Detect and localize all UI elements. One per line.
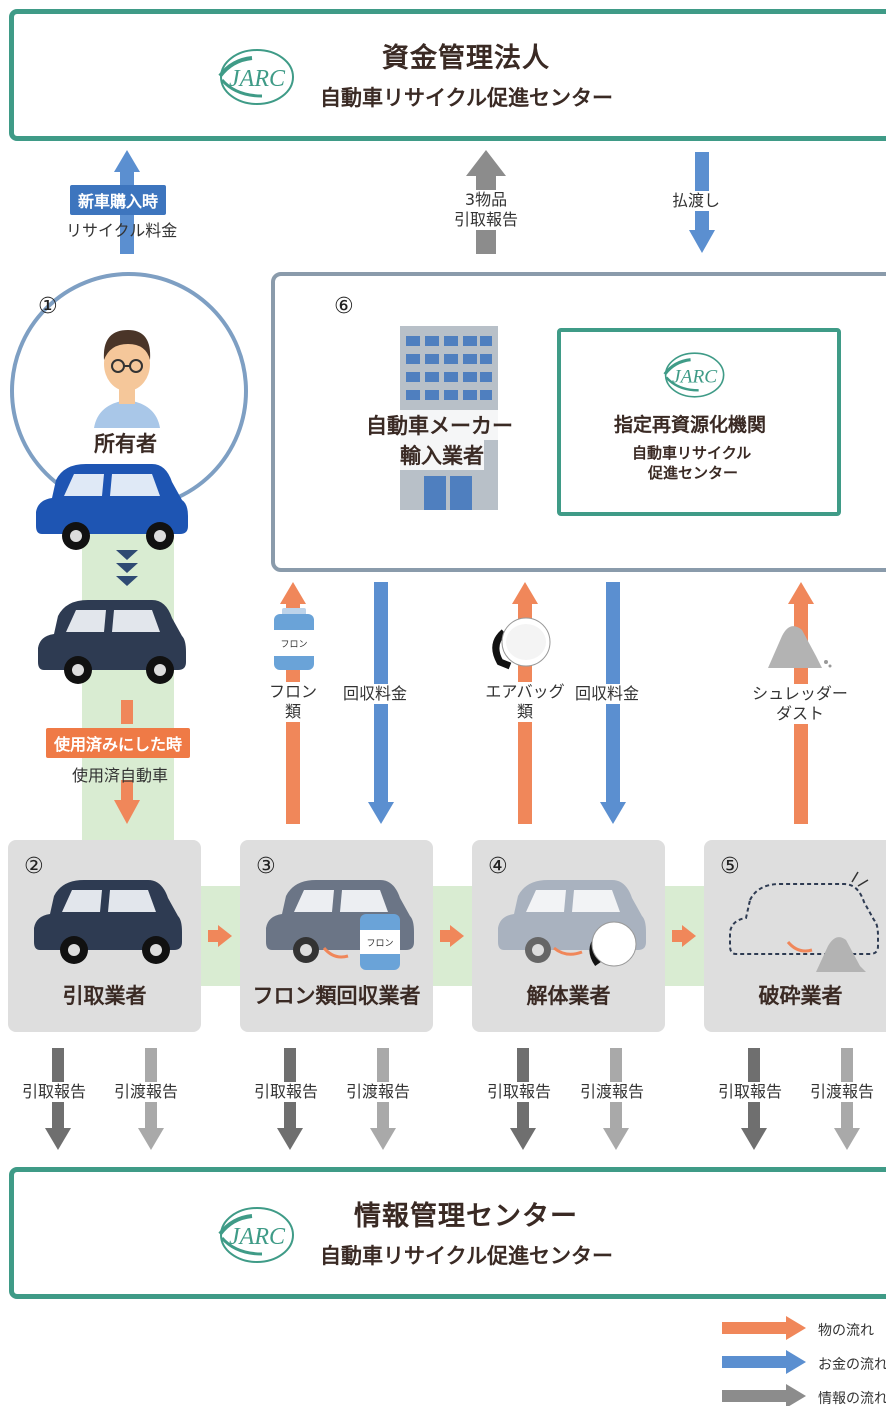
- fund-management-box: JARC 資金管理法人 自動車リサイクル促進センター: [9, 9, 886, 141]
- owner-person-icon: [94, 330, 160, 428]
- designated-title: 指定再資源化機関: [614, 414, 767, 436]
- used-car-arrow: [114, 700, 140, 824]
- freon-label: フロン 類: [266, 682, 320, 722]
- stage-arrow-2: [440, 925, 464, 947]
- used-car-tag: 使用済みにした時: [46, 728, 191, 758]
- stage-arrow-1: [208, 925, 232, 947]
- owner-number: ①: [38, 294, 58, 319]
- stage-arrow-3: [672, 925, 696, 947]
- legend-money: お金の流れ: [818, 1357, 886, 1373]
- car-icon: [34, 880, 182, 964]
- svg-text:JARC: JARC: [672, 366, 718, 387]
- maker-label-1: 自動車メーカー: [366, 410, 513, 440]
- designated-sub-1: 自動車リサイクル: [632, 444, 752, 462]
- designated-jarc-logo: JARC: [656, 350, 730, 400]
- stage-number: ②: [24, 854, 44, 879]
- info-management-box: JARC 情報管理センター 自動車リサイクル促進センター: [9, 1167, 886, 1299]
- designated-body-box: [557, 328, 841, 516]
- designated-sub-2: 促進センター: [648, 464, 739, 482]
- stage-name: フロン類回収業者: [252, 984, 421, 1008]
- stage-name: 引取業者: [62, 984, 147, 1008]
- used-car-label: 使用済自動車: [72, 766, 169, 785]
- stage-name: 破砕業者: [758, 984, 843, 1008]
- recycle-fee-label: リサイクル料金: [66, 221, 178, 240]
- stage-card-3: ④ 解体業者: [472, 840, 665, 1032]
- car-airbag-icon: [498, 880, 646, 967]
- report-take-4: 引取報告: [718, 1082, 783, 1102]
- legend-arrows: [722, 1316, 806, 1406]
- svg-text:JARC: JARC: [229, 66, 286, 92]
- freon-can-icon: フロン: [274, 608, 314, 670]
- stage-name: 解体業者: [526, 984, 611, 1008]
- shredded-car-icon: [729, 871, 879, 972]
- report-hand-2: 引渡報告: [346, 1082, 411, 1102]
- report-hand-1: 引渡報告: [114, 1082, 179, 1102]
- svg-text:フロン: フロン: [366, 939, 393, 949]
- maker-label-2: 輸入業者: [400, 440, 484, 470]
- report-hand-3: 引渡報告: [580, 1082, 645, 1102]
- report-take-1: 引取報告: [22, 1082, 87, 1102]
- report-take-2: 引取報告: [254, 1082, 319, 1102]
- legend-goods: 物の流れ: [818, 1323, 874, 1339]
- shredder-dust-icon: [768, 626, 832, 668]
- stage-number: ⑤: [720, 854, 740, 879]
- fee-label-2: 回収料金: [575, 684, 640, 704]
- stage-card-2: ③ フロン フロン類回収業者: [240, 840, 433, 1032]
- owner-car-icon: [36, 464, 188, 550]
- stage-number: ③: [256, 854, 276, 879]
- three-items-label: 3物品 引取報告: [446, 190, 526, 230]
- fund-box-subtitle: 自動車リサイクル促進センター: [320, 86, 613, 110]
- info-box-subtitle: 自動車リサイクル促進センター: [320, 1244, 613, 1268]
- shredder-label: シュレッダー ダスト: [744, 684, 856, 724]
- used-car-icon: [38, 600, 186, 684]
- report-take-3: 引取報告: [487, 1082, 552, 1102]
- maker-number: ⑥: [334, 294, 354, 319]
- svg-text:フロン: フロン: [280, 640, 307, 650]
- fund-box-title: 資金管理法人: [382, 43, 550, 74]
- new-car-tag: 新車購入時: [70, 185, 167, 215]
- legend-info: 情報の流れ: [818, 1391, 886, 1407]
- owner-label: 所有者: [94, 432, 157, 456]
- airbag-icon: [492, 617, 551, 670]
- chevrons-icon: [116, 550, 138, 586]
- info-box-title: 情報管理センター: [354, 1201, 578, 1232]
- airbag-label: エアバッグ 類: [482, 682, 568, 722]
- jarc-logo: JARC: [212, 1204, 298, 1266]
- car-freon-icon: フロン: [266, 880, 414, 970]
- stage-card-1: ② 引取業者: [8, 840, 201, 1032]
- stage-number: ④: [488, 854, 508, 879]
- stage-card-4: ⑤ 破砕業者: [704, 840, 886, 1032]
- fee-label-1: 回収料金: [343, 684, 408, 704]
- payment-label: 払渡し: [670, 191, 723, 211]
- svg-text:JARC: JARC: [229, 1224, 286, 1250]
- report-hand-4: 引渡報告: [810, 1082, 875, 1102]
- jarc-logo: JARC: [212, 46, 298, 108]
